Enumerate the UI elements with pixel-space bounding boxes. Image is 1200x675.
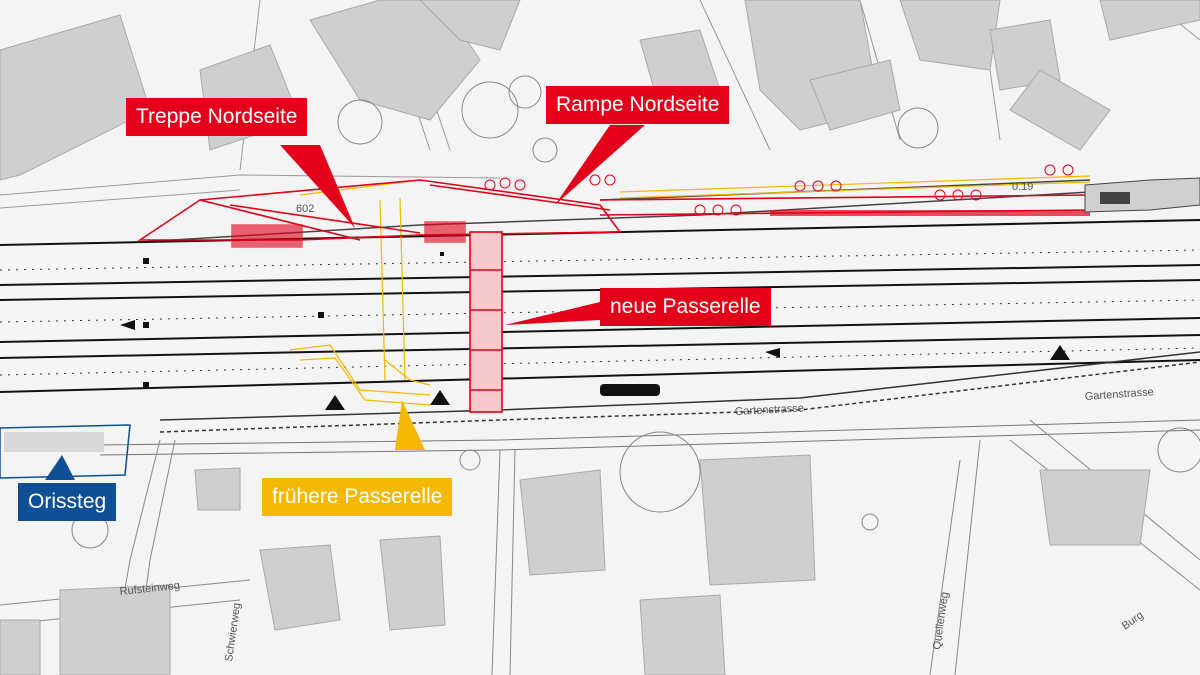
pointer-neue-passerelle	[505, 302, 600, 325]
elevation-label-602: 602	[296, 203, 314, 215]
orissteg-structure	[0, 424, 131, 479]
elevation-label-019: 0.19	[1012, 181, 1033, 193]
callout-fruehere-passerelle: frühere Passerelle	[262, 478, 453, 516]
street-label-gartenstrasse-2: Gartenstrasse	[1084, 386, 1154, 403]
signals	[120, 252, 1070, 410]
north-trees	[337, 75, 939, 163]
former-passerelle	[289, 175, 1091, 406]
callout-orissteg: Orissteg	[18, 483, 117, 521]
pointer-orissteg	[45, 455, 75, 480]
new-structure	[137, 179, 1091, 413]
street-label-gartenstrasse-1: Gartenstrasse	[735, 402, 805, 418]
callout-rampe-nordseite: Rampe Nordseite	[546, 86, 730, 124]
callout-neue-passerelle: neue Passerelle	[600, 288, 771, 326]
south-buildings	[0, 454, 1151, 675]
station-building	[1084, 177, 1200, 213]
callout-pointers	[45, 125, 645, 480]
tree-markers	[484, 164, 1074, 216]
pointer-treppe	[280, 145, 355, 228]
callout-treppe-nordseite: Treppe Nordseite	[126, 98, 308, 136]
south-trees	[71, 427, 1200, 549]
pointer-rampe	[555, 125, 645, 205]
pointer-fruehere-passerelle	[395, 400, 425, 450]
